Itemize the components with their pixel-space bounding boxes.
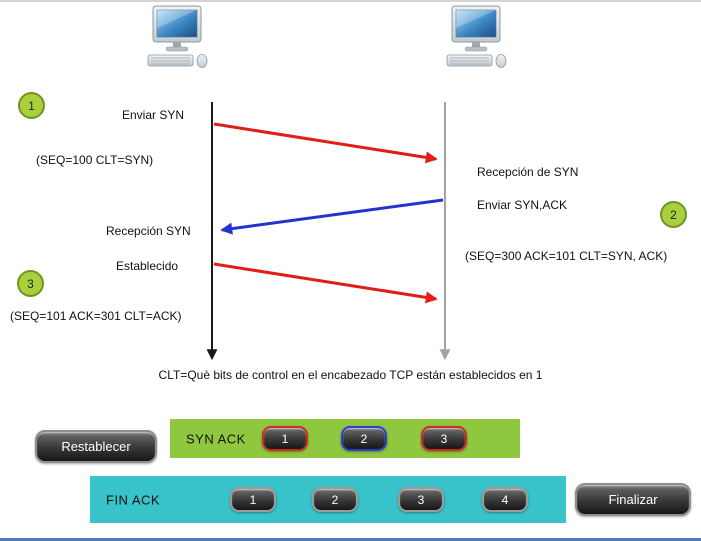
screen-glare bbox=[456, 10, 496, 28]
syn-ack-bar-label: SYN ACK bbox=[186, 431, 246, 446]
screen bbox=[156, 9, 198, 38]
label-enviar-syn-ack: Enviar SYN,ACK bbox=[477, 198, 568, 212]
reset-button[interactable]: Restablecer bbox=[35, 430, 157, 463]
fin-ack-step-button-4[interactable]: 4 bbox=[482, 487, 528, 512]
syn-ack-step-button-1[interactable]: 1 bbox=[262, 426, 308, 451]
label-seq101: (SEQ=101 ACK=301 CLT=ACK) bbox=[10, 309, 182, 323]
mouse bbox=[495, 54, 507, 68]
step-badge-1: 1 bbox=[18, 92, 45, 119]
label-seq100: (SEQ=100 CLT=SYN) bbox=[36, 153, 154, 167]
sequence-diagram-layer bbox=[147, 5, 507, 361]
monitor-base bbox=[165, 46, 189, 52]
keyboard-keys bbox=[450, 57, 489, 65]
arrow-syn-ack bbox=[220, 198, 444, 235]
monitor-stand bbox=[173, 42, 181, 47]
computer-icon-right bbox=[446, 5, 507, 68]
fin-ack-step-button-3[interactable]: 3 bbox=[398, 487, 444, 512]
step-badge-2: 2 bbox=[660, 201, 687, 228]
computer-icon-left bbox=[147, 5, 208, 68]
syn-ack-step-button-3[interactable]: 3 bbox=[421, 426, 467, 451]
label-recepcion-de-syn: Recepción de SYN bbox=[477, 165, 579, 179]
keyboard-keys bbox=[151, 57, 190, 65]
step-badge-3: 3 bbox=[17, 270, 44, 297]
syn-ack-step-button-2[interactable]: 2 bbox=[341, 426, 387, 451]
fin-ack-step-button-2[interactable]: 2 bbox=[312, 487, 358, 512]
monitor-stand bbox=[472, 42, 480, 47]
finish-button[interactable]: Finalizar bbox=[575, 483, 691, 516]
fin-ack-step-button-1[interactable]: 1 bbox=[230, 487, 276, 512]
arrow-ack bbox=[213, 262, 438, 304]
label-enviar-syn: Enviar SYN bbox=[122, 108, 185, 122]
fin-ack-bar-label: FIN ACK bbox=[106, 492, 161, 507]
monitor-base bbox=[464, 46, 488, 52]
screen-glare bbox=[157, 10, 197, 28]
mouse bbox=[196, 54, 208, 68]
screen bbox=[455, 9, 497, 38]
arrow-syn bbox=[213, 122, 438, 164]
syn-ack-bar: SYN ACK 1 2 3 bbox=[170, 419, 520, 458]
label-recepcion-syn: Recepción SYN bbox=[106, 224, 191, 238]
clt-caption: CLT=Què bits de control en el encabezado… bbox=[158, 368, 543, 382]
label-seq300: (SEQ=300 ACK=101 CLT=SYN, ACK) bbox=[465, 249, 668, 263]
bottom-border bbox=[0, 538, 701, 541]
fin-ack-bar: FIN ACK 1 2 3 4 bbox=[90, 476, 566, 523]
label-establecido: Establecido bbox=[116, 259, 179, 273]
